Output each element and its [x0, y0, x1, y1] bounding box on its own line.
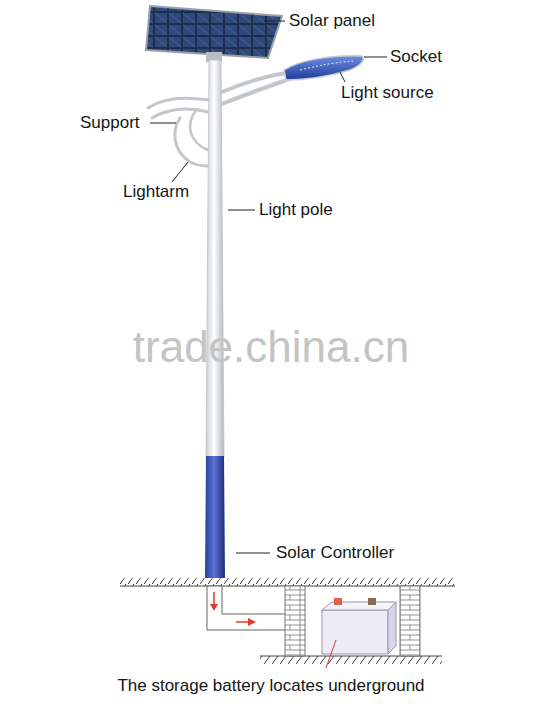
- part-label: Light pole: [259, 200, 333, 219]
- label-holder: Solar Controller: [276, 543, 394, 563]
- label-holder: Support: [80, 113, 140, 133]
- solar-panel: [146, 6, 282, 62]
- light-arm: [148, 72, 298, 166]
- caption-note: The storage battery locates underground: [117, 676, 424, 695]
- label-holder: Lightarm: [123, 182, 189, 202]
- part-label: Solar Controller: [276, 543, 394, 562]
- part-label: Lightarm: [123, 182, 189, 201]
- part-label: Light source: [341, 83, 434, 102]
- label-holder: Light pole: [259, 200, 333, 220]
- label-holder: Socket: [390, 47, 442, 67]
- part-label: Socket: [390, 47, 442, 66]
- watermark: trade.china.cn: [133, 322, 409, 371]
- label-holder: trade.china.cn: [133, 322, 409, 372]
- light-source-lamp: [284, 56, 363, 80]
- brick-wall: [285, 586, 305, 656]
- label-holder: Solar panel: [289, 11, 375, 31]
- brick-wall: [400, 586, 420, 656]
- label-holder: Light source: [341, 83, 434, 103]
- part-label: Support: [80, 113, 140, 132]
- label-holder: The storage battery locates underground: [117, 676, 424, 696]
- part-label: Solar panel: [289, 11, 375, 30]
- light-pole: [205, 60, 225, 578]
- ground: [120, 578, 455, 664]
- storage-battery: [322, 598, 396, 654]
